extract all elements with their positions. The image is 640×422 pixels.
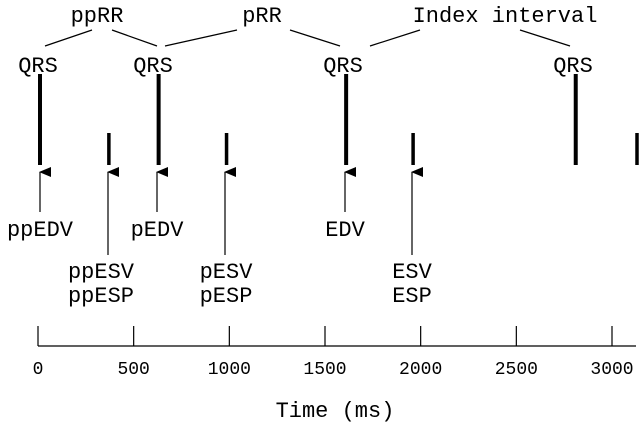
axis-title: Time (ms) [276,399,395,422]
axis-tick-label-5: 2500 [495,360,538,380]
qrs-label-4: QRS [553,54,593,79]
qrs-label-2: QRS [133,54,173,79]
axis-tick-label-2: 1000 [208,360,251,380]
index-interval-label: Index interval [413,4,598,29]
pprr-bracket-right [111,29,158,47]
qrs-label-3: QRS [323,54,363,79]
prr-bracket-right [289,29,341,47]
pedv-label: pEDV [131,218,185,243]
interval-brackets [44,29,571,47]
edv-label: EDV [325,218,365,243]
axis-tick-label-3: 1500 [303,360,346,380]
esp-label: ESP [392,284,432,309]
pprr-bracket-left [44,29,93,47]
axis-ticks: 0 500 1000 1500 2000 2500 3000 [33,326,634,380]
qrs-markers [38,74,578,165]
index-bracket-left [369,29,421,47]
end-systole-markers [107,133,639,165]
pesp-label: pESP [200,284,253,309]
event-arrows [39,167,423,255]
axis-tick-label-1: 500 [117,360,149,380]
ppedv-label: ppEDV [7,218,74,243]
pesv-label: pESV [200,260,254,285]
axis-tick-label-6: 3000 [590,360,633,380]
prr-label: pRR [242,4,282,29]
ppesp-label: ppESP [68,284,134,309]
axis-tick-label-0: 0 [33,360,44,380]
esv-label: ESV [392,260,432,285]
axis-tick-label-4: 2000 [399,360,442,380]
pprr-label: ppRR [71,4,124,29]
index-bracket-right [519,29,571,47]
ppesv-label: ppESV [68,260,135,285]
prr-bracket-left [164,29,238,47]
